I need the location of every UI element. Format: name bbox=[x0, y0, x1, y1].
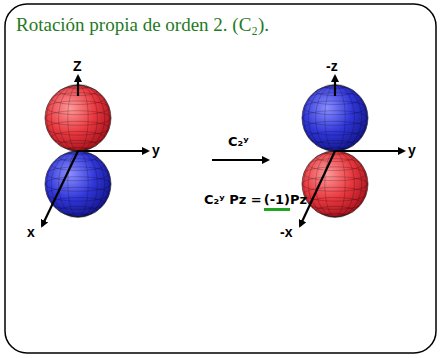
equation-term: Pz bbox=[290, 192, 307, 207]
sphere-grid bbox=[59, 140, 98, 149]
sphere-grid bbox=[51, 151, 104, 217]
y-axis bbox=[335, 150, 404, 152]
x-axis bbox=[300, 151, 335, 226]
axis-label: -x bbox=[280, 224, 292, 240]
sphere-grid bbox=[68, 213, 88, 217]
orbital-lobe bbox=[302, 151, 368, 217]
sphere-grid bbox=[302, 177, 368, 192]
sphere-grid bbox=[325, 151, 345, 217]
sphere-grid bbox=[45, 111, 111, 126]
sphere-grid bbox=[308, 151, 361, 217]
sphere-grid bbox=[51, 159, 104, 171]
sphere-grid bbox=[302, 111, 368, 126]
sphere-grid bbox=[304, 121, 367, 135]
axis-label: Z bbox=[73, 58, 82, 74]
axis-label: y bbox=[408, 142, 416, 158]
coefficient: (-1) bbox=[264, 192, 290, 211]
sphere-grid bbox=[51, 198, 104, 210]
axis-label: x bbox=[27, 224, 35, 240]
sphere-grid bbox=[316, 151, 355, 217]
y-axis bbox=[78, 150, 148, 152]
sphere-grid bbox=[68, 151, 88, 217]
sphere-grid bbox=[308, 198, 361, 210]
sphere-grid bbox=[316, 140, 355, 149]
orbital-lobe bbox=[45, 151, 111, 217]
z-axis bbox=[334, 76, 336, 96]
equation: C₂ʸ Pz =(-1)Pz bbox=[204, 192, 307, 211]
sphere-grid bbox=[51, 132, 104, 144]
operation-label: C₂ʸ bbox=[228, 134, 249, 149]
sphere-grid bbox=[316, 153, 355, 162]
sphere-grid bbox=[325, 213, 345, 217]
equation-term: C₂ʸ Pz = bbox=[204, 192, 262, 207]
operation-arrow bbox=[212, 159, 268, 161]
sphere-grid bbox=[45, 177, 111, 192]
panel-border bbox=[5, 4, 436, 353]
sphere-grid bbox=[308, 159, 361, 171]
axis-label: y bbox=[152, 142, 160, 158]
axis-label: -z bbox=[326, 58, 338, 74]
sphere-grid bbox=[59, 153, 98, 162]
sphere-grid bbox=[47, 151, 110, 217]
sphere-grid bbox=[47, 121, 110, 135]
sphere-grid bbox=[59, 151, 98, 217]
z-axis bbox=[77, 76, 79, 96]
sphere-grid bbox=[304, 151, 367, 217]
sphere-grid bbox=[59, 206, 98, 215]
x-axis bbox=[42, 151, 78, 226]
sphere-grid bbox=[308, 132, 361, 144]
sphere-grid bbox=[316, 206, 355, 215]
panel-title: Rotación propia de orden 2. (C₂). bbox=[16, 14, 269, 36]
